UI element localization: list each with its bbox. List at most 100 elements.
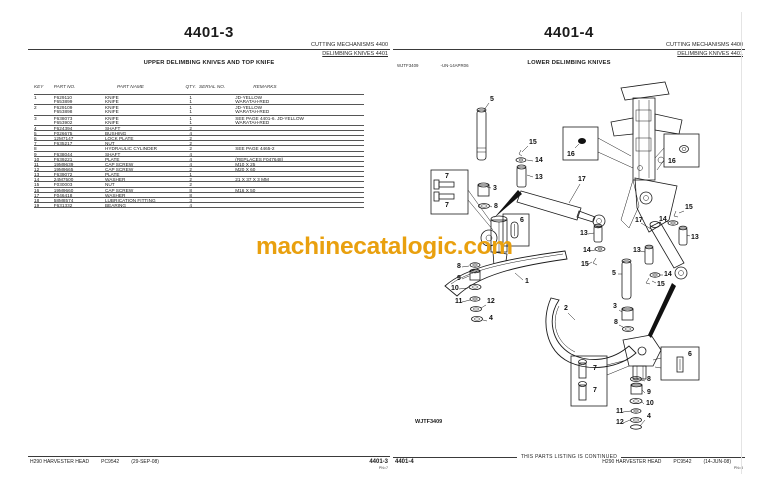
cell-qty: 1: [189, 109, 193, 115]
cell-part-no: F653898: [53, 109, 73, 115]
cell-remarks: SEE PAGE 4465-2: [235, 146, 275, 151]
cell-part-no: F624394: [53, 125, 73, 130]
cell-part-name: BUSHING: [104, 130, 127, 136]
callout-13: 13: [580, 230, 588, 237]
cell-serial: [199, 162, 235, 166]
cell-qty: 2: [189, 146, 193, 151]
table-row: 11 19M9639 CAP SCREW 4 M10 X 25: [34, 160, 364, 166]
parts-list-heading: LOWER DELIMBING KNIVES: [527, 60, 611, 66]
table-row: 18 58M8574 LUBRICATION FITTING 3: [34, 196, 364, 202]
cell-serial: [199, 146, 235, 150]
cell-key: [34, 99, 54, 104]
cell-qty: 1: [189, 95, 193, 100]
callout-17: 17: [635, 217, 643, 224]
footer-model: H290 HARVESTER HEAD: [30, 459, 90, 465]
cell-qty: 8: [189, 192, 193, 197]
cell-part-name: KNIFE: [104, 99, 119, 105]
keeper-group-left: 15 14 13: [515, 139, 543, 188]
callout-3: 3: [613, 303, 617, 310]
callout-13: 13: [691, 234, 699, 241]
section-header: CUTTING MECHANISMS 4400: [665, 42, 743, 48]
cell-serial: [199, 157, 235, 161]
callout-13: 13: [633, 247, 641, 254]
callout-10: 10: [451, 285, 459, 292]
cell-key: [34, 109, 54, 114]
head-frame-assembly: [610, 81, 683, 233]
cell-key: 6: [34, 136, 37, 141]
cell-part-name: NUT: [104, 141, 115, 146]
table-row: 2 F629109 KNIFE 1 JD-YELLOW: [34, 104, 364, 109]
callout-12: 12: [487, 298, 495, 305]
continued-rule: THIS PARTS LISTING IS CONTINUED: [393, 454, 746, 460]
cell-qty: 3: [189, 197, 193, 202]
cell-serial: [199, 193, 235, 197]
cell-serial: [199, 182, 235, 186]
cell-serial: [199, 172, 235, 176]
cell-part-no: F629109: [53, 105, 73, 110]
cell-key: 18: [34, 197, 40, 202]
cell-key: 5: [34, 130, 37, 136]
cell-part-name: NUT: [104, 182, 115, 187]
inset-box-6-left: 6: [502, 213, 530, 247]
callout-7: 7: [593, 387, 597, 394]
cell-part-no: F635217: [53, 141, 73, 146]
callout-10: 10: [646, 400, 654, 407]
cell-key: 13: [34, 172, 40, 177]
cell-remarks: [235, 193, 364, 197]
cell-remarks: WARATAH-RED: [235, 109, 270, 115]
cell-serial: [199, 177, 235, 181]
table-row: 12 19M9665 CAP SCREW 2 M20 X 60: [34, 165, 364, 172]
cell-part-no: [54, 146, 105, 150]
callout-16: 16: [668, 158, 676, 165]
callout-11: 11: [616, 408, 624, 415]
cell-part-no: F653899: [53, 99, 73, 105]
cell-qty: 4: [189, 161, 193, 166]
cell-remarks: SEE PAGE 4401-6, JD-YELLOW: [235, 115, 304, 120]
cell-part-name: SHAFT: [104, 125, 121, 130]
cell-part-name: KNIFE: [104, 95, 119, 100]
cell-qty: 2: [189, 166, 193, 172]
cell-part-no: 58M8574: [53, 197, 74, 202]
cell-key: 2: [34, 105, 37, 110]
catalog-page-4401-3: 4401-3 CUTTING MECHANISMS 4400 DELIMBING…: [28, 16, 390, 486]
table-row: 6 12M7147 LOCK PLATE 2: [34, 135, 364, 140]
cell-part-no: F629110: [53, 95, 72, 100]
cell-key: 11: [34, 161, 39, 166]
hydraulic-cylinder-right: 17: [635, 217, 688, 280]
cell-key: 8: [34, 146, 37, 151]
callout-16: 16: [567, 151, 575, 158]
footer-rule: [28, 456, 390, 457]
cell-remarks: [235, 152, 364, 156]
continued-text: THIS PARTS LISTING IS CONTINUED: [520, 454, 618, 460]
callout-15: 15: [657, 281, 665, 288]
callout-3: 3: [493, 185, 497, 192]
cell-serial: [199, 167, 235, 171]
cell-key: 7: [34, 141, 37, 146]
cell-qty: 4: [189, 202, 193, 208]
footer-page-number: 4401-4: [395, 459, 414, 465]
figure-label: WJTF3409: [415, 419, 443, 425]
footer-pn: PN=7: [378, 466, 388, 470]
cell-part-no: F631332: [53, 202, 73, 208]
callout-11: 11: [455, 298, 463, 305]
callout-8: 8: [614, 319, 618, 326]
cell-part-name: SHAFT: [104, 151, 121, 156]
callout-17: 17: [578, 176, 586, 183]
keeper-group-center: 13 14 15: [580, 223, 606, 268]
cell-remarks: [235, 126, 364, 130]
cell-part-no: F638073: [53, 115, 73, 120]
cell-part-name: KNIFE: [104, 105, 119, 110]
callout-15: 15: [529, 139, 537, 146]
catalog-page-4401-4: 4401-4 CUTTING MECHANISMS 4400 DELIMBING…: [393, 16, 746, 486]
callout-5: 5: [612, 270, 616, 277]
table-header-row: KEY PART NO. PART NAME QTY. SERIAL NO. R…: [34, 84, 364, 90]
cell-part-no: F046418: [53, 192, 73, 197]
callout-8: 8: [647, 376, 651, 383]
page-title: 4401-4: [544, 24, 594, 41]
cell-qty: 1: [189, 105, 193, 110]
cell-key: 15: [34, 182, 40, 187]
exploded-parts-diagram: 16 16 5 15 14: [430, 81, 700, 430]
cell-remarks: WARATAH-RED: [235, 99, 270, 105]
